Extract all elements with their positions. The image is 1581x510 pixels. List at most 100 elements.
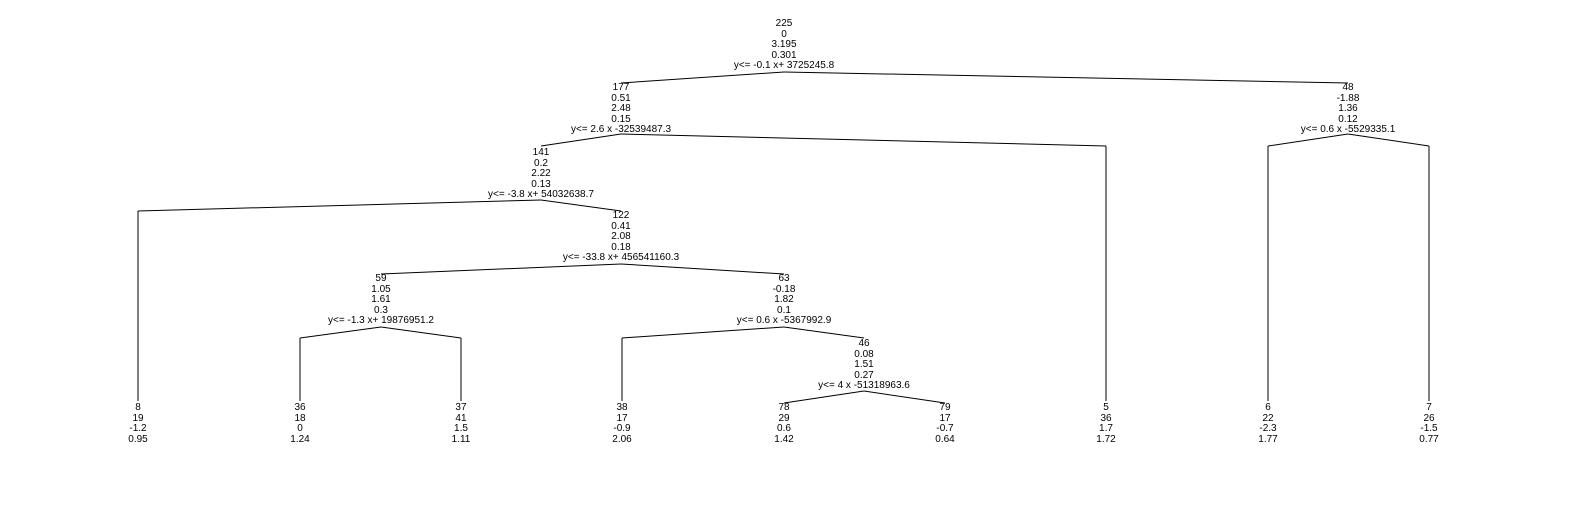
node-stat-line: 0.08 (854, 348, 874, 360)
node-stat-line: 0.41 (611, 220, 631, 232)
node-split-rule: y<= 2.6 x -32539487.3 (570, 124, 672, 136)
edge-n63-leaf38 (621, 326, 785, 339)
node-stat-line: 0.51 (611, 92, 631, 104)
node-stat-line: -0.18 (772, 283, 796, 295)
node-stat-line: 26 (1423, 412, 1435, 424)
node-stat-line: -2.3 (1259, 423, 1277, 435)
node-stat-line: 0.12 (1338, 113, 1358, 125)
edge-n141-leaf8 (137, 199, 542, 212)
edge-n48-leaf7 (1347, 133, 1430, 147)
node-stat-line: -1.5 (1420, 423, 1438, 435)
node-split-rule: y<= -0.1 x+ 3725245.8 (733, 60, 835, 72)
node-stat-line: 141 (532, 147, 550, 158)
node-stat-line: 0.3 (374, 304, 388, 316)
node-stat-line: 29 (778, 412, 790, 424)
node-stat-line: 0.1 (777, 304, 791, 316)
edge-n122-n59 (380, 263, 622, 275)
node-stat-line: 1.42 (774, 433, 794, 445)
node-stat-line: -0.7 (936, 423, 954, 435)
node-stat-line: 0.77 (1419, 433, 1439, 445)
node-split-rule: y<= -33.8 x+ 456541160.3 (562, 252, 680, 264)
node-split-rule: y<= 0.6 x -5367992.9 (736, 315, 832, 327)
edge-n177-leaf5 (620, 133, 1107, 147)
edge-root-n177 (620, 71, 785, 84)
node-stat-line: 38 (616, 402, 628, 413)
node-split-rule: y<= -1.3 x+ 19876951.2 (328, 315, 434, 327)
node-stat-line: 63 (778, 273, 790, 284)
node-stat-line: 225 (775, 18, 793, 29)
node-stat-line: 1.05 (371, 283, 391, 295)
edge-n177-n141 (540, 133, 622, 147)
node-stat-line: -0.9 (613, 423, 631, 435)
node-stat-line: 0 (297, 423, 303, 435)
edge-n59-leaf37 (380, 326, 462, 339)
edge-n48-leaf6 (1267, 133, 1349, 147)
edge-n46-leaf79 (863, 390, 946, 404)
node-stat-line: 177 (612, 82, 630, 93)
node-stat-line: 17 (939, 412, 951, 424)
node-stat-line: 22 (1262, 412, 1274, 424)
node-stat-line: 6 (1265, 402, 1271, 413)
edge-root-n48 (783, 71, 1349, 84)
node-split-rule: y<= 0.6 x -5529335.1 (1300, 124, 1396, 136)
node-stat-line: 1.51 (854, 359, 874, 371)
node-stat-line: 18 (294, 412, 306, 424)
node-stat-line: 0.13 (531, 178, 551, 190)
edge-n141-n122 (540, 199, 622, 212)
node-stat-line: 17 (616, 412, 628, 424)
node-stat-line: 36 (294, 402, 306, 413)
node-stat-line: 36 (1100, 412, 1112, 424)
node-stat-line: 41 (455, 412, 467, 424)
node-stat-line: -1.88 (1336, 92, 1360, 104)
node-stat-line: 1.24 (290, 433, 310, 445)
node-stat-line: 2.08 (611, 231, 631, 243)
node-stat-line: 2.48 (611, 103, 631, 115)
edge-n63-n46 (783, 326, 865, 339)
node-stat-line: 8 (135, 402, 141, 413)
node-stat-line: 0.6 (777, 423, 791, 435)
node-stat-line: 0.27 (854, 369, 874, 381)
node-stat-line: 3.195 (771, 39, 797, 51)
node-stat-line: 1.82 (774, 294, 794, 306)
node-stat-line: 19 (132, 412, 144, 424)
node-stat-line: 79 (939, 402, 951, 413)
node-stat-line: -1.2 (129, 423, 147, 435)
edge-n122-n63 (620, 263, 785, 275)
edge-n59-leaf36 (299, 326, 382, 339)
node-stat-line: 0 (781, 28, 787, 40)
node-stat-line: 1.7 (1099, 423, 1113, 435)
node-stat-line: 0.95 (128, 433, 148, 445)
node-stat-line: 122 (612, 210, 630, 221)
node-stat-line: 37 (455, 402, 467, 413)
node-stat-line: 1.72 (1096, 433, 1116, 445)
node-stat-line: 5 (1103, 402, 1109, 413)
node-stat-line: 0.18 (611, 241, 631, 253)
node-split-rule: y<= 4 x -51318963.6 (818, 380, 910, 392)
node-stat-line: 2.06 (612, 433, 632, 445)
node-stat-line: 48 (1342, 82, 1354, 93)
node-stat-line: 1.61 (371, 294, 391, 306)
node-stat-line: 0.2 (534, 157, 548, 169)
node-stat-line: 1.36 (1338, 103, 1358, 115)
node-stat-line: 7 (1426, 402, 1432, 413)
node-stat-line: 1.11 (451, 433, 471, 445)
node-stat-line: 78 (778, 402, 790, 413)
node-stat-line: 0.64 (935, 433, 955, 445)
